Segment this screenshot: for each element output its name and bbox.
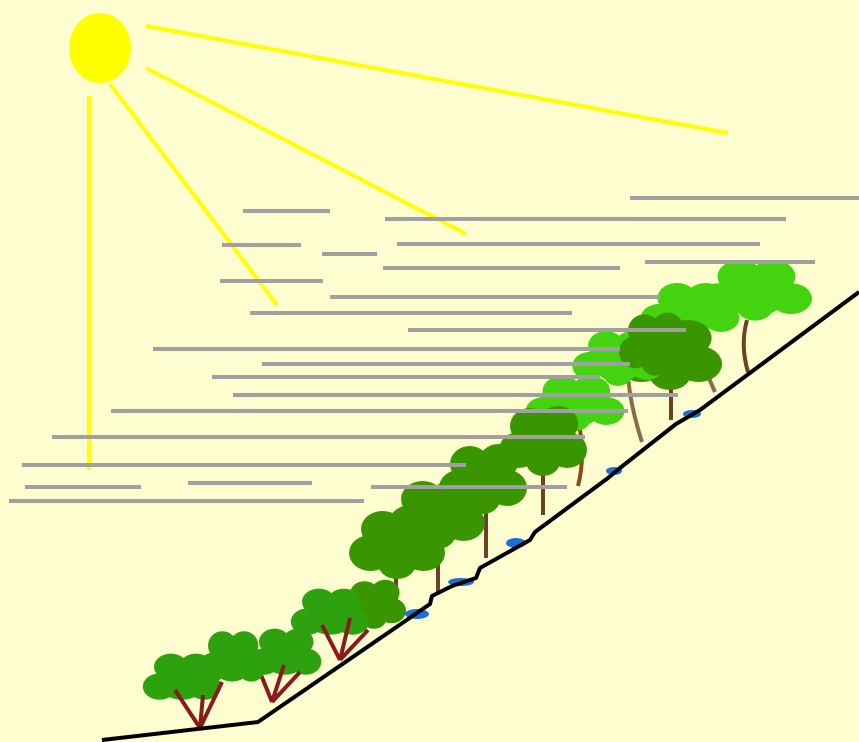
sun-icon	[69, 13, 131, 83]
